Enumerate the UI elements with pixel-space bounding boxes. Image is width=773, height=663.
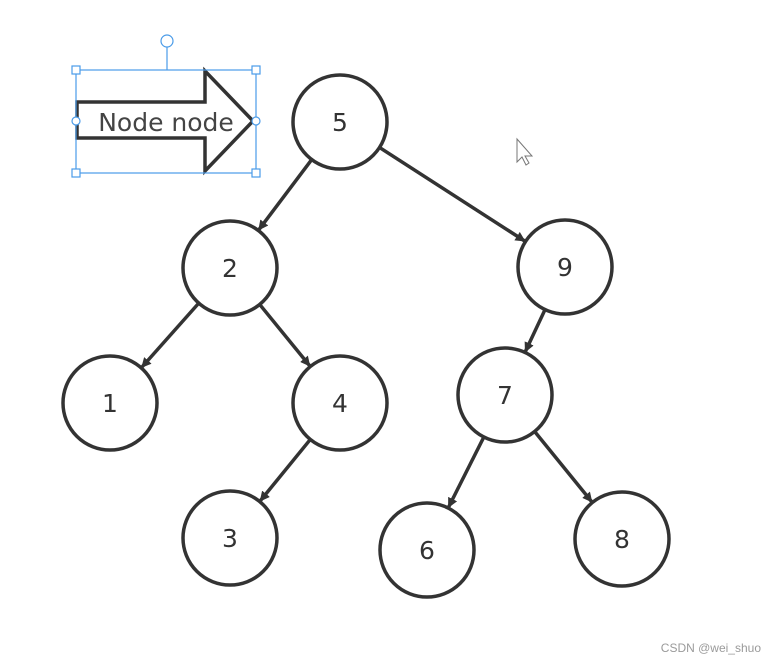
edge-7-8 [533, 430, 594, 503]
edge-2-4 [258, 303, 312, 367]
tree-node-1[interactable]: 1 [61, 354, 159, 452]
resize-handle[interactable] [71, 65, 81, 75]
resize-handle[interactable] [251, 168, 261, 178]
arrow-shape[interactable]: Node node [75, 66, 256, 176]
connection-handle[interactable] [71, 116, 81, 126]
resize-handle[interactable] [71, 168, 81, 178]
mouse-cursor-icon [516, 137, 534, 166]
watermark: CSDN @wei_shuo [660, 641, 761, 655]
node-label: 3 [222, 524, 238, 553]
node-label: 6 [419, 536, 435, 565]
arrow-label: Node node [98, 108, 234, 137]
node-label: 8 [614, 525, 630, 554]
tree-node-5[interactable]: 5 [291, 73, 389, 171]
rotate-handle[interactable] [160, 34, 174, 48]
node-label: 7 [497, 381, 513, 410]
tree-node-3[interactable]: 3 [181, 489, 279, 587]
node-label: 1 [102, 389, 118, 418]
resize-handle[interactable] [251, 65, 261, 75]
tree-node-4[interactable]: 4 [291, 354, 389, 452]
node-label: 9 [557, 253, 573, 282]
tree-node-9[interactable]: 9 [516, 218, 614, 316]
node-label: 2 [222, 254, 238, 283]
tree-node-6[interactable]: 6 [378, 501, 476, 599]
selection-box[interactable] [71, 34, 261, 178]
connection-handle[interactable] [251, 116, 261, 126]
node-label: 4 [332, 389, 348, 418]
edge-9-7 [523, 308, 547, 353]
tree-node-2[interactable]: 2 [181, 219, 279, 317]
edge-4-3 [258, 438, 312, 502]
edge-7-6 [447, 436, 486, 509]
tree-node-8[interactable]: 8 [573, 490, 671, 588]
node-label: 5 [332, 108, 348, 137]
edge-5-2 [257, 158, 314, 231]
edge-2-1 [140, 301, 201, 369]
edge-5-9 [378, 145, 526, 243]
tree-node-7[interactable]: 7 [456, 346, 554, 444]
